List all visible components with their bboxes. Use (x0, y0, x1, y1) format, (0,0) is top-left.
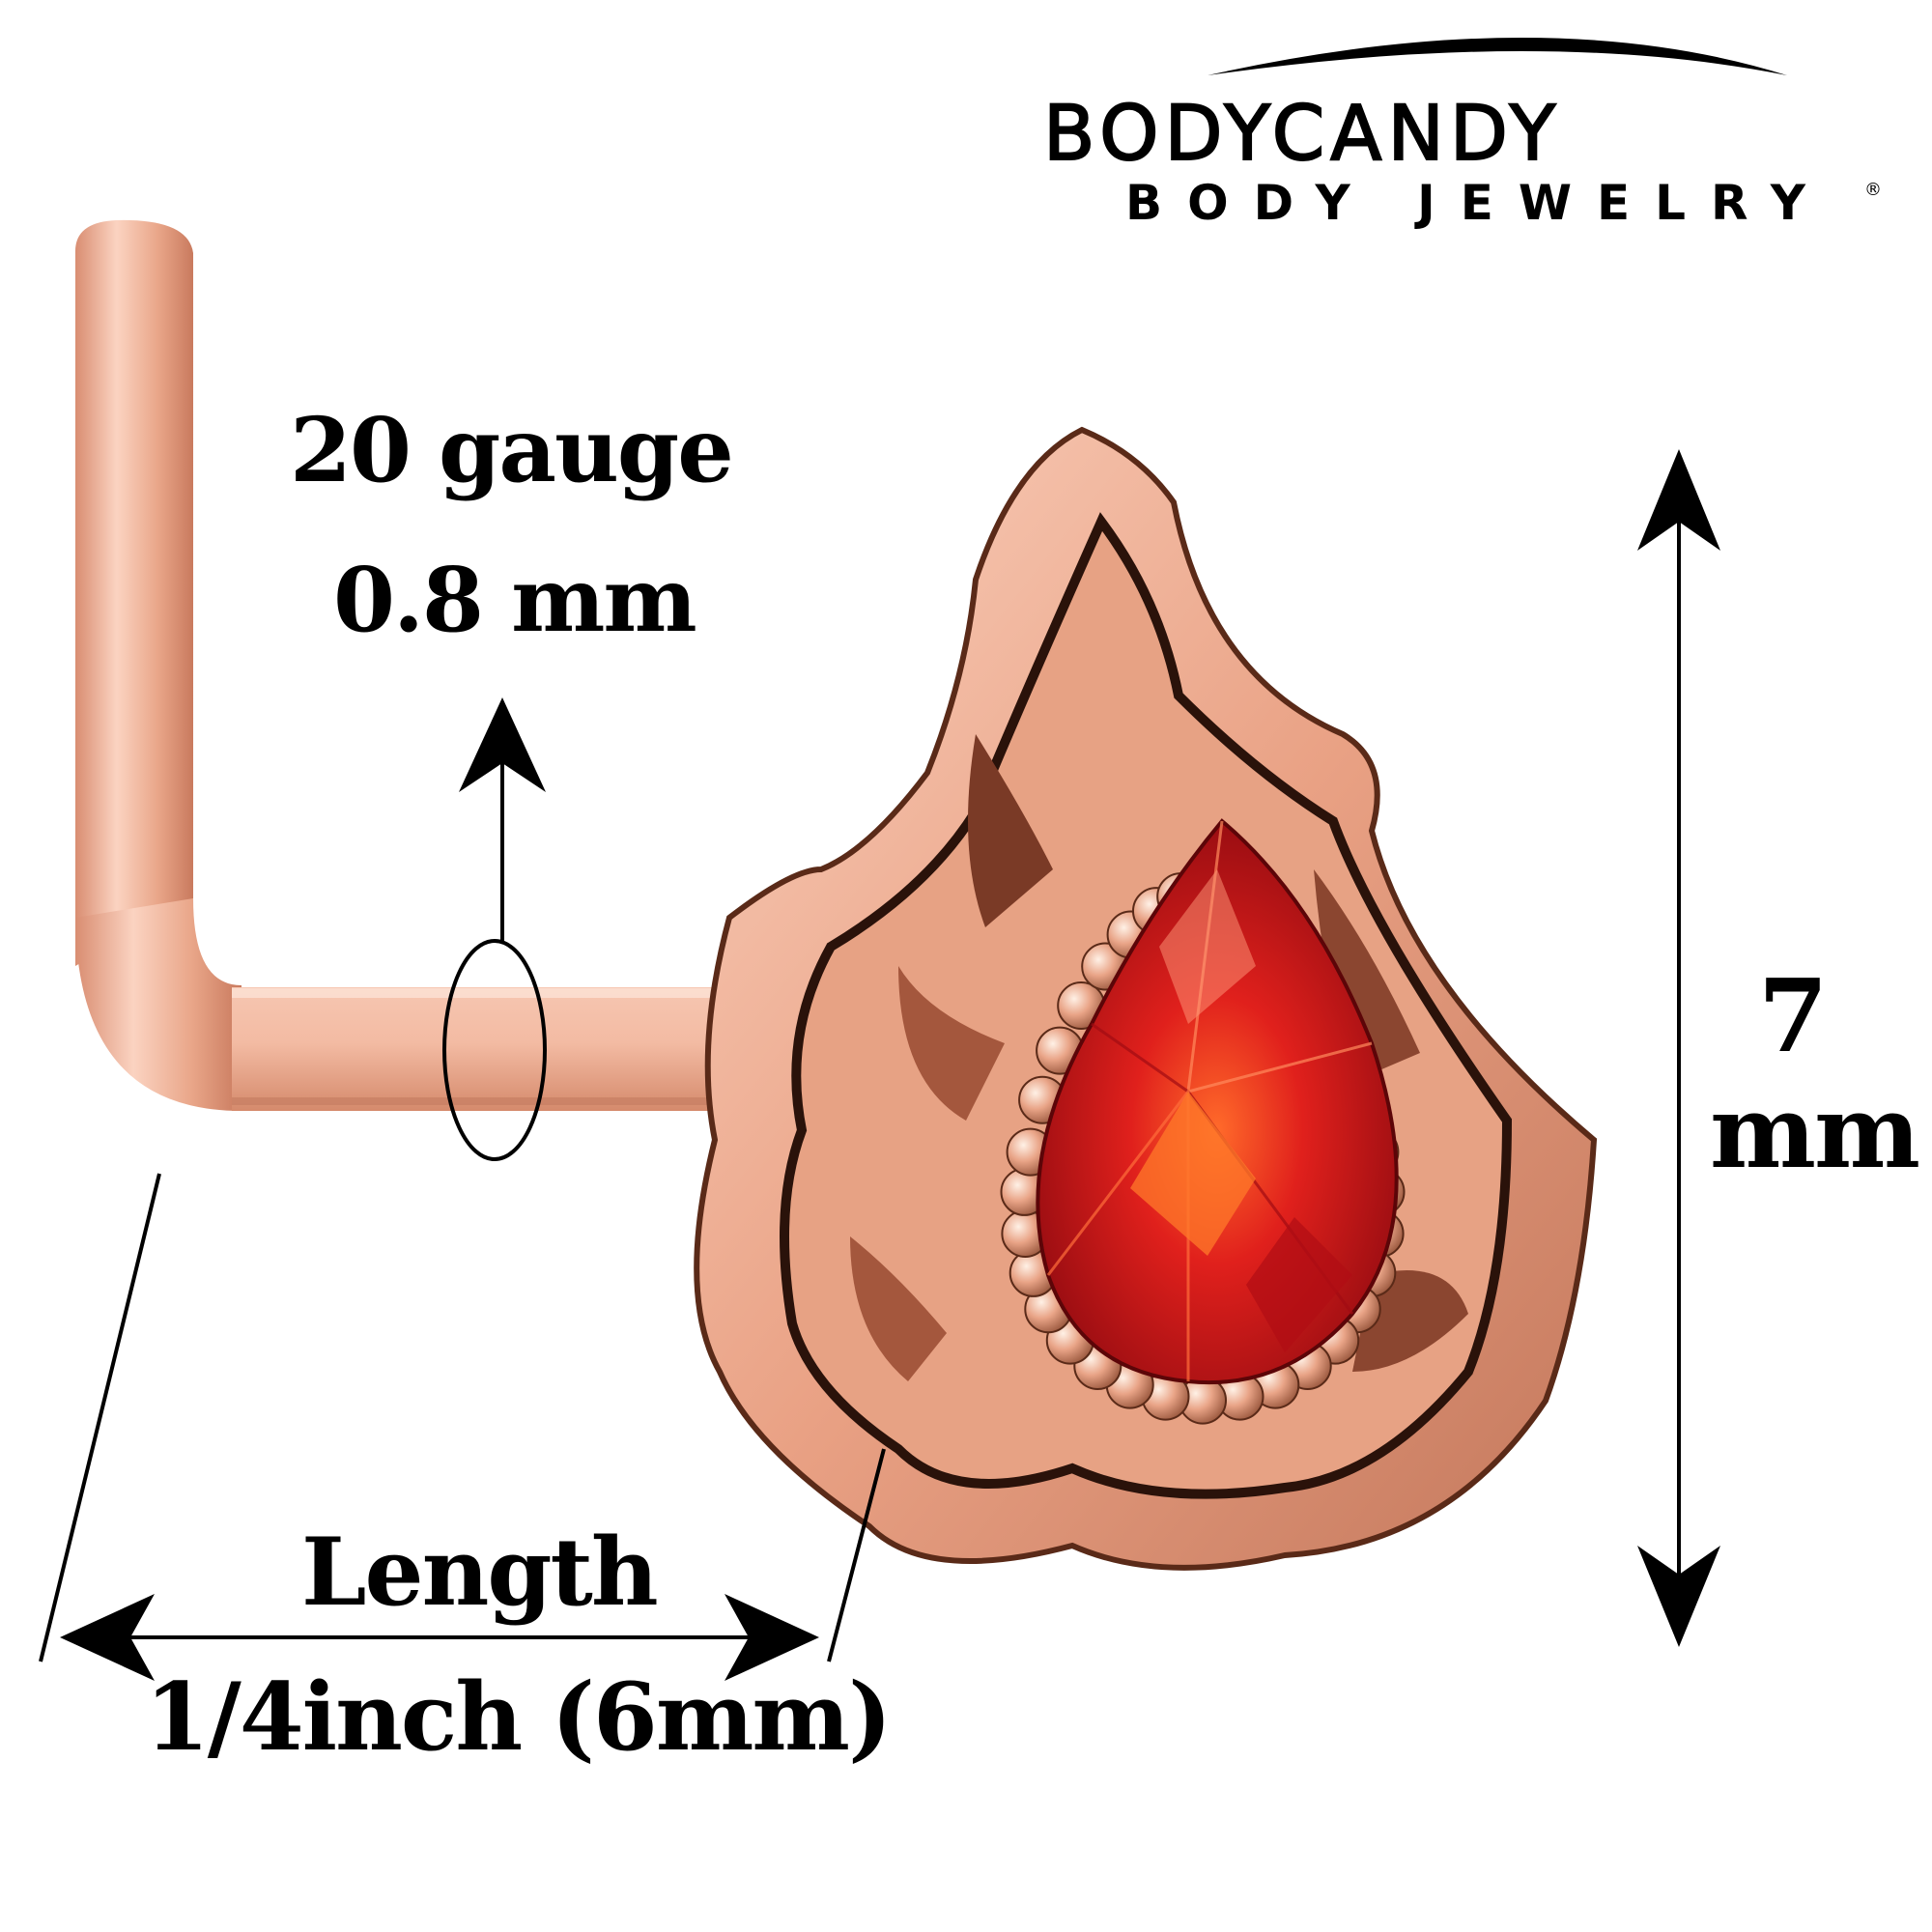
post-bend (75, 898, 242, 1111)
arrow-left-icon (60, 1594, 155, 1681)
stud-top (694, 426, 1598, 1571)
arrow-bottom-icon (1637, 1546, 1720, 1647)
brand-logo-text: BODYCANDY (1042, 91, 1562, 178)
brand-swoosh-icon (1208, 38, 1787, 75)
arrow-top-icon (1637, 449, 1720, 551)
post-vertical (75, 219, 193, 967)
height-unit: mm (1710, 1072, 1920, 1191)
height-value: 7 (1758, 956, 1828, 1075)
gauge-ring (442, 939, 547, 1161)
post-horizontal (232, 987, 753, 1111)
gauge-label: 20 gauge (290, 398, 734, 502)
length-label: Length (301, 1518, 659, 1627)
arrow-right-icon (724, 1594, 819, 1681)
length-value: 1/4inch (6mm) (145, 1662, 892, 1772)
brand-tagline: BODY JEWELRY (1125, 175, 1831, 231)
registered-mark: ® (1864, 180, 1882, 200)
arrow-up-icon (459, 697, 546, 792)
gauge-metric: 0.8 mm (333, 548, 697, 652)
